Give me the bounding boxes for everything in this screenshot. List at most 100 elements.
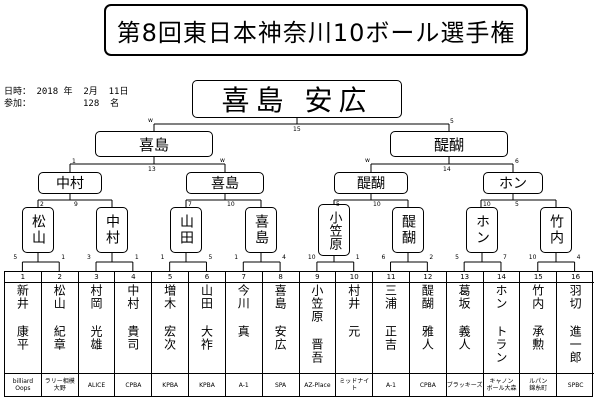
player-name: 村井 元 bbox=[346, 284, 361, 338]
player-name: 三浦 正吉 bbox=[383, 284, 398, 351]
semi-score-2: 13 bbox=[148, 166, 156, 173]
player-name: 羽切 進一郎 bbox=[568, 284, 583, 364]
r1-score: 4 bbox=[282, 254, 286, 261]
r1-score: 2 bbox=[429, 254, 434, 261]
r1-score: 1 bbox=[355, 254, 360, 261]
participants-label: 参加： bbox=[4, 99, 32, 109]
player-seed-number: 2 bbox=[41, 272, 78, 283]
player-name: 松山 紀章 bbox=[52, 284, 67, 351]
final-right-box: 醍醐 bbox=[390, 131, 508, 157]
player-seed-number: 12 bbox=[409, 272, 446, 283]
quarter-score-7: 10 bbox=[483, 201, 491, 208]
r1-score: 5 bbox=[13, 254, 18, 261]
player-name: 醍醐 雅人 bbox=[420, 284, 435, 351]
r1-score: 6 bbox=[381, 254, 386, 261]
r1-score: 4 bbox=[576, 254, 581, 261]
r1-score: 1 bbox=[160, 254, 165, 261]
player-club: billiard Oops bbox=[5, 373, 41, 396]
player-seed-number: 10 bbox=[336, 272, 373, 283]
quarter-score-3: 7 bbox=[188, 201, 192, 208]
player-seed-number: 15 bbox=[520, 272, 557, 283]
player-name: 喜島 安広 bbox=[273, 284, 288, 351]
date-row: 日時： 2018 年 2月 11日 bbox=[4, 84, 128, 97]
r1-score: 10 bbox=[528, 254, 537, 261]
quarter-score-6: 10 bbox=[373, 201, 381, 208]
player-seed-number: 8 bbox=[262, 272, 299, 283]
final-score-right: 5 bbox=[450, 118, 454, 125]
quarter-box-7: ホン bbox=[466, 207, 498, 253]
tournament-title: 第8回東日本神奈川10ボール選手権 bbox=[104, 4, 528, 56]
quarter-score-8: 5 bbox=[515, 201, 519, 208]
player-club: AZ-Place bbox=[299, 373, 336, 396]
semi-winner-mark-right: w bbox=[365, 157, 370, 164]
player-club: ルパン 錦糸町 bbox=[520, 373, 557, 396]
quarter-box-3: 山田 bbox=[170, 207, 202, 253]
player-seed-number: 3 bbox=[78, 272, 115, 283]
player-name: 小笠原 晋吾 bbox=[309, 284, 324, 364]
player-club: KPBA bbox=[189, 373, 225, 396]
player-seed-number: 6 bbox=[189, 272, 225, 283]
quarter-box-5: 小笠原 bbox=[318, 204, 350, 256]
date-value: 2018 年 2月 11日 bbox=[36, 87, 129, 97]
quarter-score-1: 2 bbox=[40, 201, 44, 208]
player-seed-number: 4 bbox=[115, 272, 152, 283]
player-name: ホン トラン bbox=[493, 284, 508, 364]
final-score-left: 15 bbox=[293, 126, 301, 133]
date-label: 日時： bbox=[4, 87, 32, 97]
r1-score: 7 bbox=[502, 254, 507, 261]
player-seed-number: 14 bbox=[483, 272, 520, 283]
player-name: 村岡 光雄 bbox=[89, 284, 104, 351]
semi-score-3: 14 bbox=[443, 166, 451, 173]
player-club: ALICE bbox=[78, 373, 115, 396]
semi-box-2: 喜島 bbox=[186, 172, 264, 194]
player-club: CPBA bbox=[115, 373, 152, 396]
player-club: CPBA bbox=[409, 373, 446, 396]
semi-box-1: 中村 bbox=[38, 172, 102, 194]
quarter-box-8: 竹内 bbox=[540, 207, 572, 253]
champion-box: 喜島 安広 bbox=[192, 80, 402, 118]
final-left-box: 喜島 bbox=[95, 131, 213, 157]
r1-score: 10 bbox=[307, 254, 316, 261]
quarter-box-4: 喜島 bbox=[245, 207, 277, 253]
r1-score: 1 bbox=[234, 254, 239, 261]
final-winner-mark: w bbox=[148, 117, 153, 124]
semi-winner-mark-left: w bbox=[220, 157, 225, 164]
player-seed-number: 13 bbox=[446, 272, 483, 283]
player-club: ラリー相模 大野 bbox=[41, 373, 78, 396]
r1-score: 5 bbox=[208, 254, 213, 261]
quarter-box-6: 醍醐 bbox=[392, 207, 424, 253]
player-club: KPBA bbox=[152, 373, 189, 396]
player-seed-number: 16 bbox=[557, 272, 594, 283]
quarter-box-2: 中村 bbox=[96, 207, 128, 253]
semi-box-4: ホン bbox=[483, 172, 543, 194]
player-seed-number: 5 bbox=[152, 272, 189, 283]
player-club: A-1 bbox=[225, 373, 262, 396]
r1-score: 1 bbox=[61, 254, 66, 261]
player-name: 増木 宏次 bbox=[162, 284, 177, 351]
player-name: 今川 真 bbox=[236, 284, 251, 338]
player-club: SPA bbox=[262, 373, 299, 396]
player-club: SPBC bbox=[557, 373, 594, 396]
r1-score: 5 bbox=[455, 254, 459, 261]
player-name: 葛坂 義人 bbox=[457, 284, 472, 351]
player-seed-number: 11 bbox=[373, 272, 409, 283]
quarter-score-4: 10 bbox=[227, 201, 235, 208]
semi-score-4: 6 bbox=[515, 158, 519, 165]
player-seed-number: 9 bbox=[299, 272, 336, 283]
player-club: ブラッキーズ bbox=[446, 373, 483, 396]
